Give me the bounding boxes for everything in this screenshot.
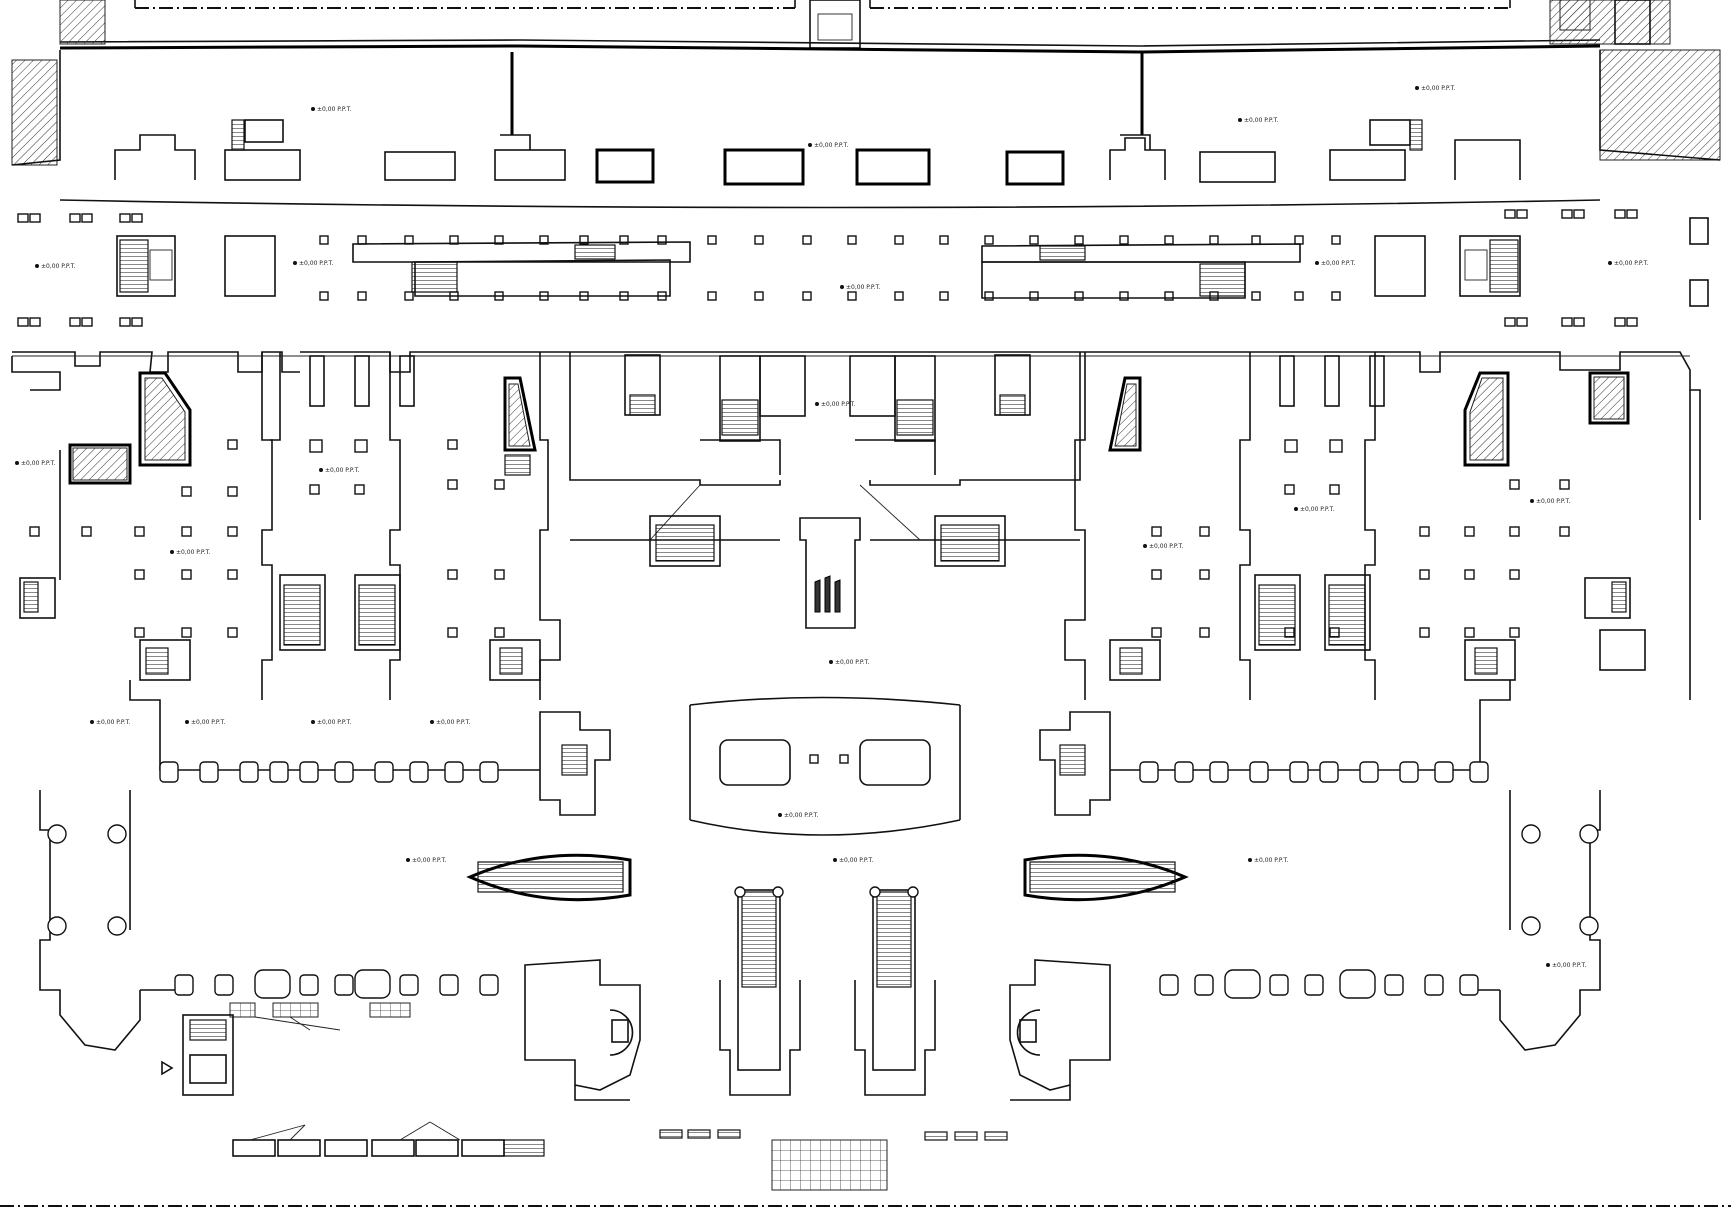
concourse-band — [17, 209, 1709, 327]
elevation-marker: ±0,00 P.P.T. — [1248, 857, 1288, 864]
elevation-marker: ±0,00 P.P.T. — [35, 263, 75, 270]
elevation-marker: ±0,00 P.P.T. — [1530, 498, 1570, 505]
north-boundary — [59, 0, 1601, 54]
svg-text:±0,00 P.P.T.: ±0,00 P.P.T. — [436, 719, 470, 726]
svg-text:±0,00 P.P.T.: ±0,00 P.P.T. — [1300, 506, 1334, 513]
elevation-marker: ±0,00 P.P.T. — [1294, 506, 1334, 513]
central-concourse — [569, 352, 1081, 629]
svg-text:±0,00 P.P.T.: ±0,00 P.P.T. — [821, 401, 855, 408]
platform-columns-top — [319, 235, 1341, 245]
svg-text:±0,00 P.P.T.: ±0,00 P.P.T. — [1254, 857, 1288, 864]
central-building-outline — [11, 351, 1701, 580]
south-pier-row — [129, 680, 1511, 836]
elevation-marker: ±0,00 P.P.T. — [319, 467, 359, 474]
interior-columns — [29, 439, 1570, 638]
elevation-marker: ±0,00 P.P.T. — [311, 719, 351, 726]
svg-text:±0,00 P.P.T.: ±0,00 P.P.T. — [846, 284, 880, 291]
elevation-marker: ±0,00 P.P.T. — [90, 719, 130, 726]
elevation-marker: ±0,00 P.P.T. — [170, 549, 210, 556]
elevation-marker: ±0,00 P.P.T. — [1143, 543, 1183, 550]
elevation-marker: ±0,00 P.P.T. — [430, 719, 470, 726]
elevation-marker: ±0,00 P.P.T. — [833, 857, 873, 864]
elevation-marker: ±0,00 P.P.T. — [15, 460, 55, 467]
hatched-wall-blocks — [11, 0, 1721, 166]
elevation-marker: ±0,00 P.P.T. — [829, 659, 869, 666]
svg-text:±0,00 P.P.T.: ±0,00 P.P.T. — [1421, 85, 1455, 92]
svg-text:±0,00 P.P.T.: ±0,00 P.P.T. — [412, 857, 446, 864]
elevation-marker: ±0,00 P.P.T. — [1415, 85, 1455, 92]
svg-text:±0,00 P.P.T.: ±0,00 P.P.T. — [814, 142, 848, 149]
svg-text:±0,00 P.P.T.: ±0,00 P.P.T. — [176, 549, 210, 556]
stair-cores — [19, 454, 1646, 681]
double-pier-row-top — [17, 209, 1638, 223]
svg-text:±0,00 P.P.T.: ±0,00 P.P.T. — [839, 857, 873, 864]
elevation-marker: ±0,00 P.P.T. — [406, 857, 446, 864]
svg-text:±0,00 P.P.T.: ±0,00 P.P.T. — [1149, 543, 1183, 550]
svg-text:±0,00 P.P.T.: ±0,00 P.P.T. — [317, 106, 351, 113]
svg-text:±0,00 P.P.T.: ±0,00 P.P.T. — [1536, 498, 1570, 505]
svg-text:±0,00 P.P.T.: ±0,00 P.P.T. — [41, 263, 75, 270]
pier-north-side — [159, 761, 1489, 783]
elevation-marker: ±0,00 P.P.T. — [815, 401, 855, 408]
elevation-marker: ±0,00 P.P.T. — [311, 106, 351, 113]
north-wing — [11, 50, 1721, 209]
elevation-marker: ±0,00 P.P.T. — [293, 260, 333, 267]
southwest-annex — [161, 1002, 1008, 1191]
svg-text:±0,00 P.P.T.: ±0,00 P.P.T. — [191, 719, 225, 726]
double-pier-row-bottom — [17, 317, 1638, 327]
elevation-marker: ±0,00 P.P.T. — [1546, 962, 1586, 969]
elevation-marker: ±0,00 P.P.T. — [1315, 260, 1355, 267]
svg-text:±0,00 P.P.T.: ±0,00 P.P.T. — [317, 719, 351, 726]
svg-text:±0,00 P.P.T.: ±0,00 P.P.T. — [1552, 962, 1586, 969]
elevation-markers: ±0,00 P.P.T. ±0,00 P.P.T. ±0,00 P.P.T. ±… — [15, 85, 1648, 969]
svg-text:±0,00 P.P.T.: ±0,00 P.P.T. — [1244, 117, 1278, 124]
svg-text:±0,00 P.P.T.: ±0,00 P.P.T. — [1614, 260, 1648, 267]
great-hall — [39, 790, 1601, 1101]
svg-text:±0,00 P.P.T.: ±0,00 P.P.T. — [325, 467, 359, 474]
elevation-marker: ±0,00 P.P.T. — [1238, 117, 1278, 124]
elevation-marker: ±0,00 P.P.T. — [840, 284, 880, 291]
svg-text:±0,00 P.P.T.: ±0,00 P.P.T. — [784, 812, 818, 819]
svg-text:±0,00 P.P.T.: ±0,00 P.P.T. — [1321, 260, 1355, 267]
elevation-marker: ±0,00 P.P.T. — [808, 142, 848, 149]
svg-text:±0,00 P.P.T.: ±0,00 P.P.T. — [299, 260, 333, 267]
svg-text:±0,00 P.P.T.: ±0,00 P.P.T. — [21, 460, 55, 467]
svg-text:±0,00 P.P.T.: ±0,00 P.P.T. — [96, 719, 130, 726]
elevation-marker: ±0,00 P.P.T. — [185, 719, 225, 726]
elevation-marker: ±0,00 P.P.T. — [778, 812, 818, 819]
elevation-marker: ±0,00 P.P.T. — [1608, 260, 1648, 267]
svg-text:±0,00 P.P.T.: ±0,00 P.P.T. — [835, 659, 869, 666]
